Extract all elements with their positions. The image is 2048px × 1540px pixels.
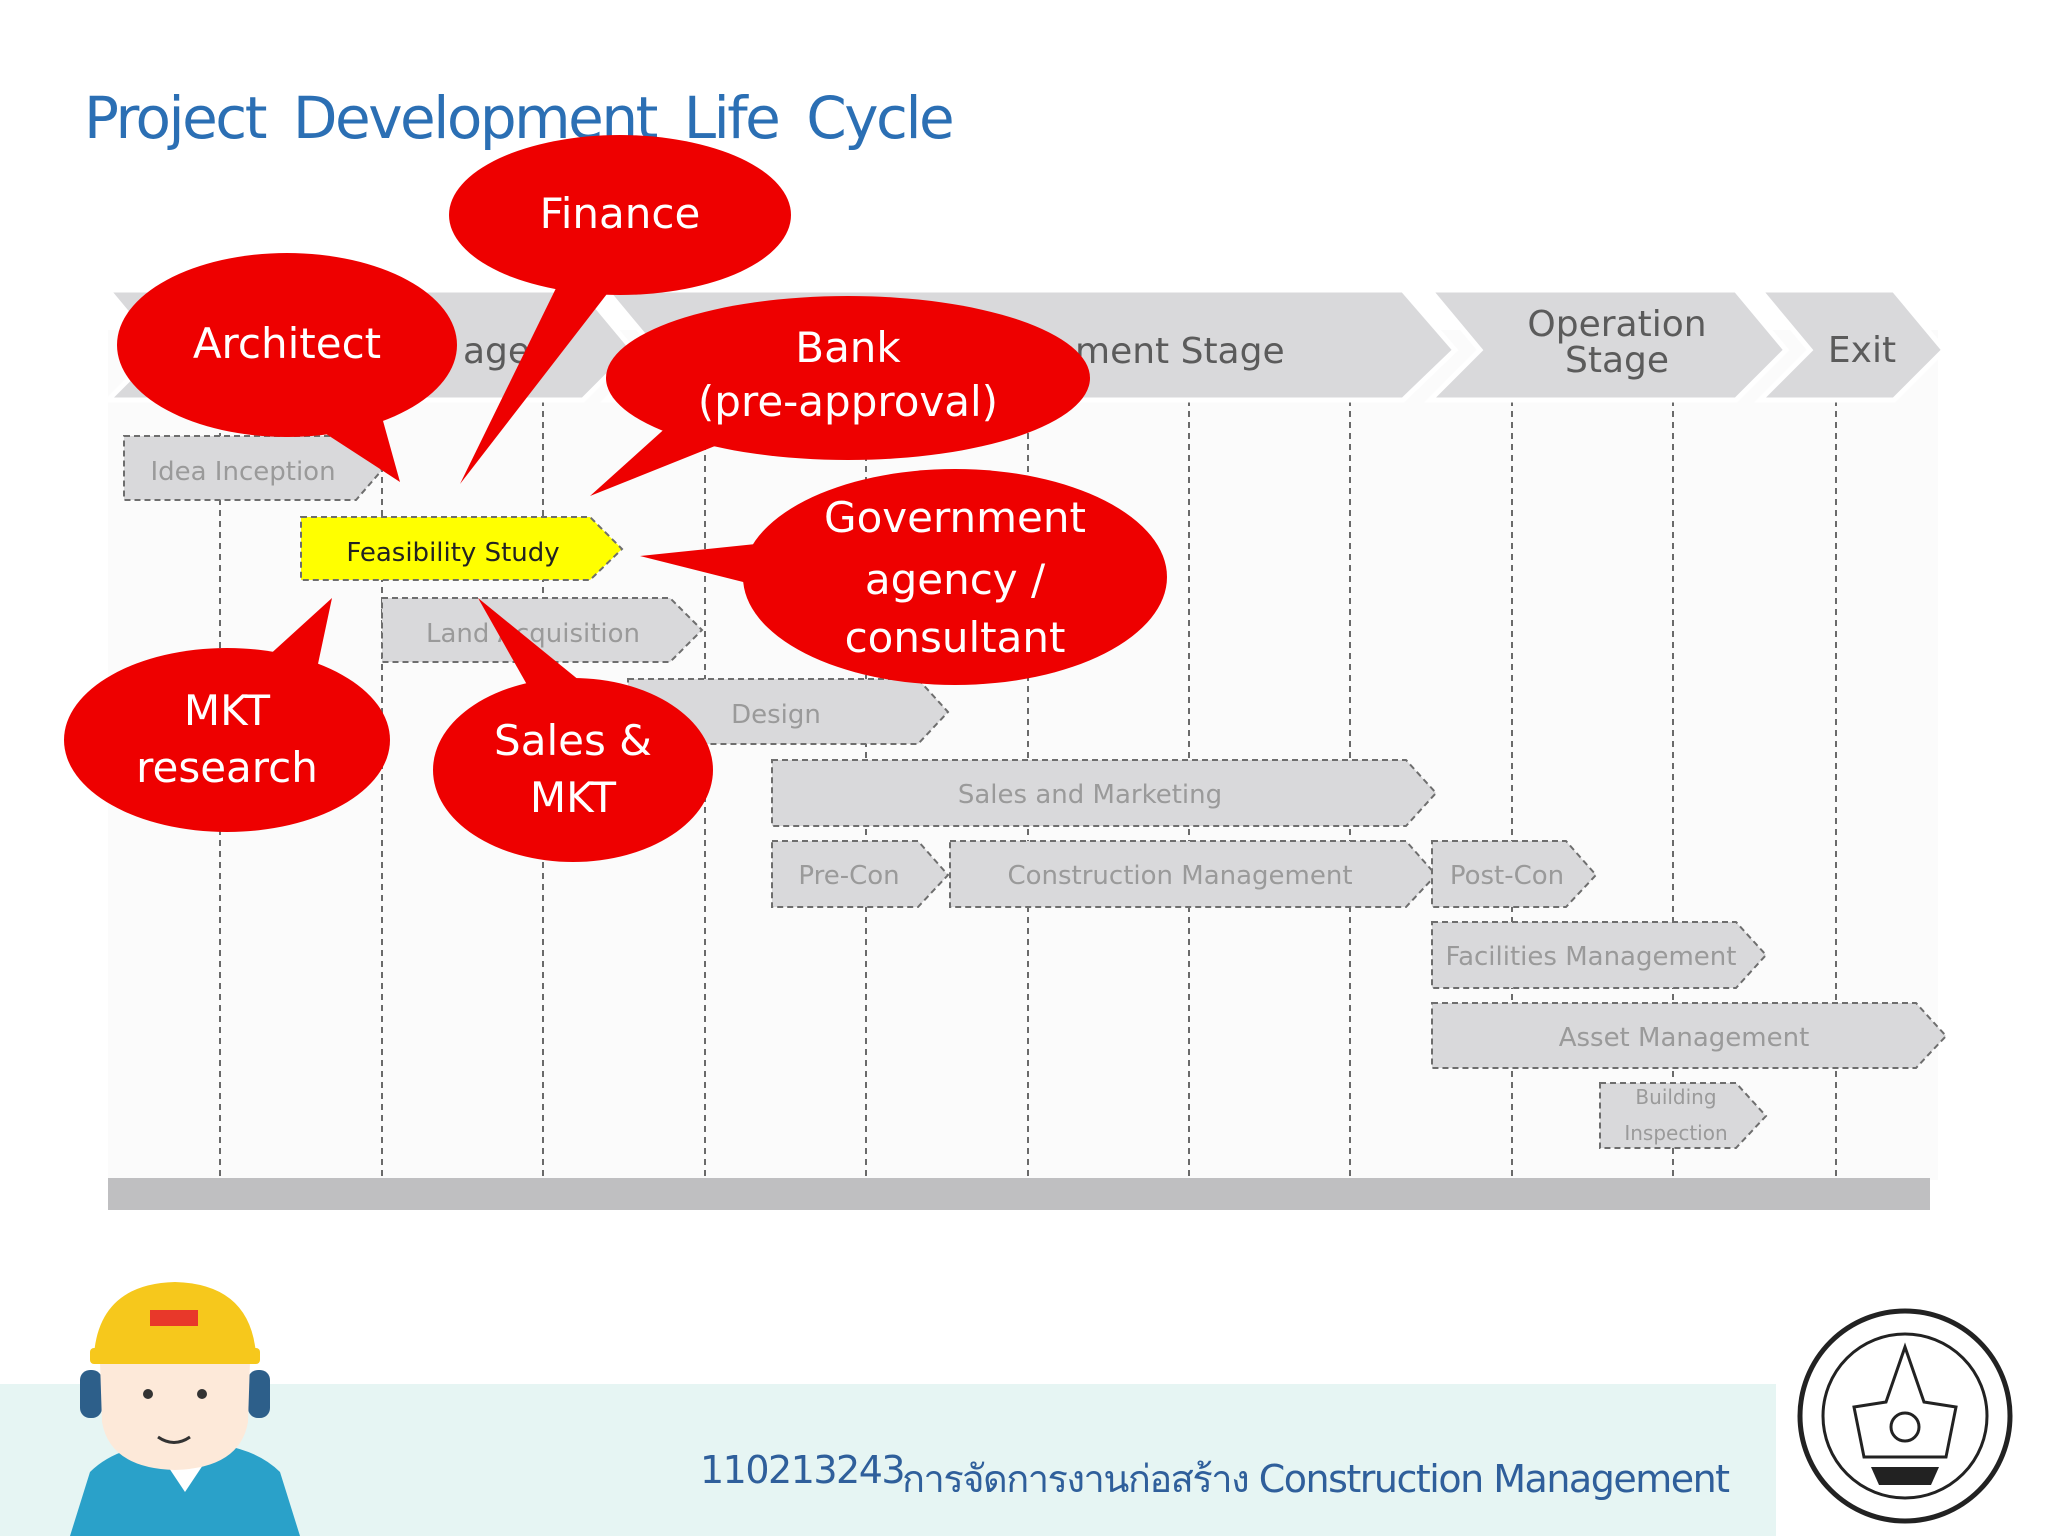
callout-label-bank-line2: (pre-approval) — [698, 377, 998, 426]
callout-label-government-line3: consultant — [845, 613, 1066, 662]
callout-label-architect: Architect — [193, 319, 381, 368]
callout-label-sales-mkt-line2: MKT — [530, 773, 617, 822]
stage-label-operation-line1: Operation — [1527, 304, 1706, 345]
task-label-building-inspection-line1: Building — [1635, 1085, 1716, 1109]
seal-emblem-crown-icon — [1852, 1342, 1958, 1459]
callout-architect — [117, 253, 457, 482]
task-label-asset-management: Asset Management — [1559, 1023, 1810, 1053]
task-asset-management — [1431, 1002, 1948, 1069]
mascot-face — [100, 1362, 250, 1470]
task-building-inspection — [1599, 1082, 1768, 1149]
task-facilities-management — [1431, 921, 1768, 989]
callout-mkt-research — [64, 598, 390, 832]
callout-label-mkt-research-line1: MKT — [184, 686, 271, 735]
hard-hat-logo — [150, 1310, 198, 1326]
seal-inner-ring — [1821, 1332, 1989, 1500]
seal-emblem-base — [1871, 1467, 1939, 1485]
page-title: Project Development Life Cycle — [84, 84, 955, 152]
seal-emblem-center — [1889, 1411, 1921, 1443]
task-idea-inception — [123, 435, 384, 501]
hard-hat-brim — [90, 1348, 260, 1364]
course-code: 110213243 — [700, 1448, 906, 1492]
engineer-mascot-illustration — [70, 1282, 300, 1536]
task-label-pre-con: Pre-Con — [798, 861, 899, 891]
stage-exit — [1753, 287, 1948, 403]
task-label-facilities-management: Facilities Management — [1446, 942, 1737, 972]
seal-outer-ring — [1797, 1308, 2013, 1524]
stage-label-development: ment Stage — [1075, 331, 1285, 372]
task-label-post-con: Post-Con — [1450, 861, 1564, 891]
task-sales-marketing — [771, 759, 1438, 827]
callout-label-finance: Finance — [540, 189, 701, 238]
task-land-acquisition — [381, 597, 704, 663]
callout-label-mkt-research-line2: research — [136, 743, 318, 792]
university-seal-logo — [1797, 1308, 2013, 1524]
callout-bank — [590, 296, 1090, 496]
callout-label-government-line1: Government — [824, 493, 1086, 542]
task-construction-management — [949, 840, 1438, 908]
stage-operation — [1423, 287, 1790, 403]
callout-label-bank-line1: Bank — [795, 323, 901, 372]
timeline-baseline — [108, 1178, 1930, 1210]
callout-government — [640, 469, 1167, 685]
task-label-idea-inception: Idea Inception — [150, 457, 335, 487]
callout-finance — [449, 135, 791, 484]
stage-label-operation-line2: Stage — [1565, 340, 1669, 381]
task-label-feasibility-study: Feasibility Study — [346, 538, 559, 568]
course-name: การจัดการงานก่อสร้าง Construction Manage… — [902, 1457, 1730, 1501]
mascot-eye-left — [143, 1389, 153, 1399]
task-label-design: Design — [731, 700, 821, 730]
mascot-ear-right — [248, 1370, 270, 1418]
callout-sales-mkt — [433, 598, 713, 862]
stage-label-exit: Exit — [1828, 330, 1896, 371]
task-design — [627, 678, 950, 745]
mascot-eye-right — [197, 1389, 207, 1399]
mascot-ear-left — [80, 1370, 102, 1418]
task-post-con — [1431, 840, 1598, 908]
task-label-building-inspection-line2: Inspection — [1624, 1121, 1727, 1145]
footer-band — [0, 1384, 1776, 1536]
callout-label-government-line2: agency / — [865, 555, 1046, 604]
callout-label-sales-mkt-line1: Sales & — [494, 716, 652, 765]
task-pre-con — [771, 840, 950, 908]
task-feasibility-study — [300, 516, 624, 581]
task-label-construction-management: Construction Management — [1007, 861, 1352, 891]
mascot-mouth — [157, 1435, 191, 1444]
task-label-sales-marketing: Sales and Marketing — [958, 780, 1222, 810]
